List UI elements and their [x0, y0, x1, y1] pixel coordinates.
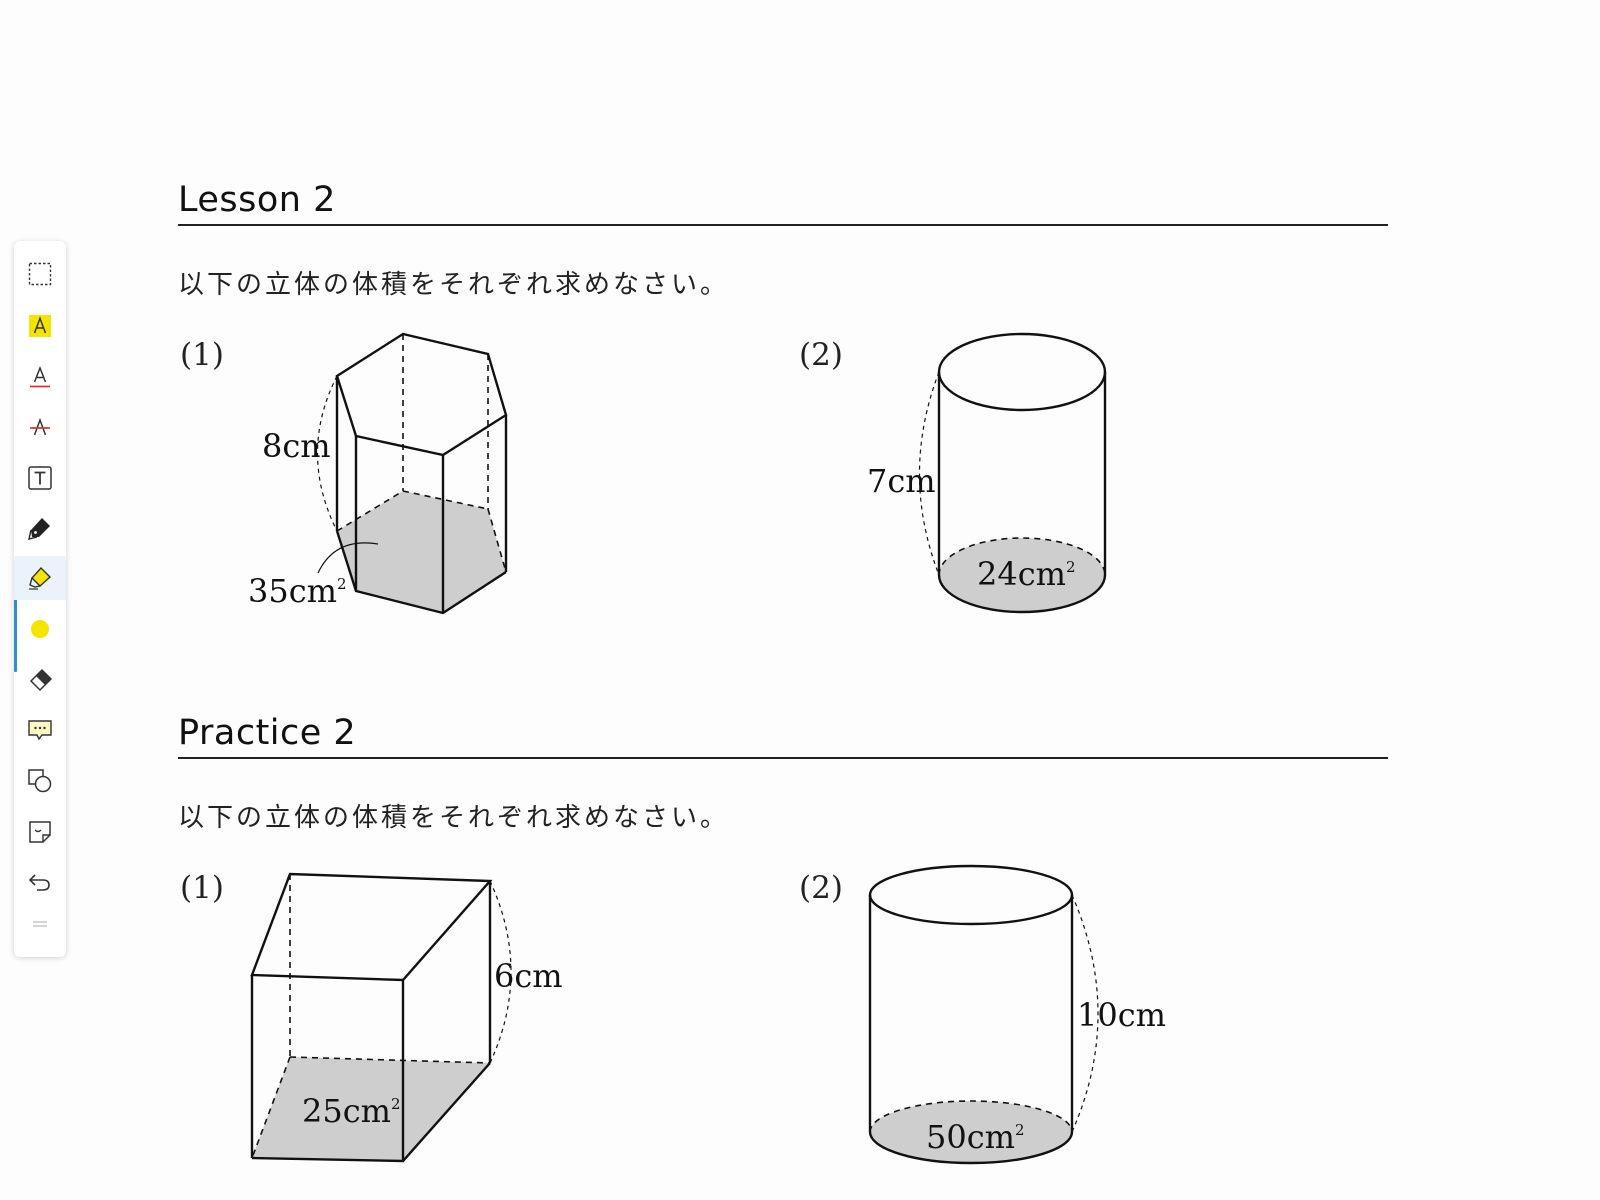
text-box-icon [28, 466, 52, 490]
highlight-text-tool[interactable] [14, 304, 66, 348]
select-tool[interactable] [14, 252, 66, 296]
underline-text-tool[interactable] [14, 355, 66, 399]
practice-1-height-label: 6cm [494, 957, 563, 995]
lesson-1-base-area-label: 35cm2 [248, 572, 347, 610]
visible-edges [250, 872, 493, 1163]
grip-icon [33, 921, 47, 927]
eraser-tool[interactable] [14, 658, 66, 702]
color-picker[interactable] [14, 607, 66, 651]
visible-edges [335, 332, 508, 615]
lesson-2-height-label: 7cm [867, 462, 936, 500]
undo-icon [28, 874, 50, 891]
lesson-problem-2-number: (2) [799, 337, 843, 373]
height-dimension-arc [317, 375, 338, 532]
highlight-a-icon [29, 315, 51, 337]
practice-title: Practice 2 [178, 713, 357, 753]
strikethrough-text-tool[interactable] [14, 405, 66, 449]
pen-icon [28, 518, 50, 540]
text-box-tool[interactable] [14, 456, 66, 500]
practice-instruction: 以下の立体の体積をそれぞれ求めなさい。 [178, 803, 730, 833]
practice-2-base-area-label: 50cm2 [926, 1118, 1025, 1156]
comment-tool[interactable] [14, 708, 66, 752]
annotation-toolbar [14, 241, 66, 957]
cylinder-figure: 7cm 24cm2 [867, 332, 1107, 614]
shapes-tool[interactable] [14, 759, 66, 803]
lesson-title-rule [178, 224, 1388, 226]
hidden-edges [251, 874, 491, 1159]
prism-base-shading [252, 1057, 490, 1161]
height-dimension-arc [1071, 894, 1099, 1133]
sticky-note-icon [29, 821, 51, 843]
underline-a-icon [30, 365, 50, 388]
lesson-title: Lesson 2 [178, 180, 336, 220]
practice-2-height-label: 10cm [1077, 996, 1166, 1034]
cylinder-top-face [937, 332, 1107, 412]
hexagon-base-shading [337, 491, 506, 613]
comment-icon [28, 720, 52, 741]
lesson-1-height-label: 8cm [262, 427, 331, 465]
cylinder-hidden-base-edge [869, 1100, 1073, 1133]
highlighter-tool[interactable] [14, 556, 66, 600]
lesson-2-base-area-label: 24cm2 [977, 555, 1076, 593]
yellow-dot-icon [31, 620, 49, 638]
pen-tool[interactable] [14, 506, 66, 550]
shapes-icon [28, 769, 52, 793]
practice-1-base-area-label: 25cm2 [302, 1092, 401, 1130]
hidden-edges [336, 334, 507, 573]
cylinder-front-base-edge [937, 574, 1107, 614]
practice-problem-2-number: (2) [799, 870, 843, 906]
strikethrough-a-icon [30, 417, 50, 436]
cylinder-base-shading [939, 538, 1105, 612]
height-dimension-arc [918, 371, 940, 576]
dashed-rectangle-icon [28, 262, 52, 286]
base-area-leader-line [317, 542, 379, 574]
cylinder-top-face [868, 864, 1074, 926]
practice-title-rule [178, 757, 1388, 759]
cylinder-figure: 10cm 50cm2 [868, 864, 1166, 1165]
undo-button[interactable] [14, 860, 66, 904]
lesson-instruction: 以下の立体の体積をそれぞれ求めなさい。 [178, 270, 730, 300]
eraser-icon [29, 668, 53, 692]
quadrilateral-prism-figure: 6cm 25cm2 [250, 872, 563, 1163]
toolbar-grip[interactable] [14, 909, 66, 939]
cylinder-base-shading [870, 1101, 1072, 1163]
hexagonal-prism-figure: 8cm 35cm2 [248, 332, 508, 615]
highlighter-icon [29, 566, 52, 590]
lesson-problem-1-number: (1) [180, 337, 224, 373]
sticky-note-tool[interactable] [14, 810, 66, 854]
cylinder-front-base-edge [868, 1131, 1074, 1165]
practice-problem-1-number: (1) [180, 870, 224, 906]
active-tool-indicator [14, 568, 17, 672]
